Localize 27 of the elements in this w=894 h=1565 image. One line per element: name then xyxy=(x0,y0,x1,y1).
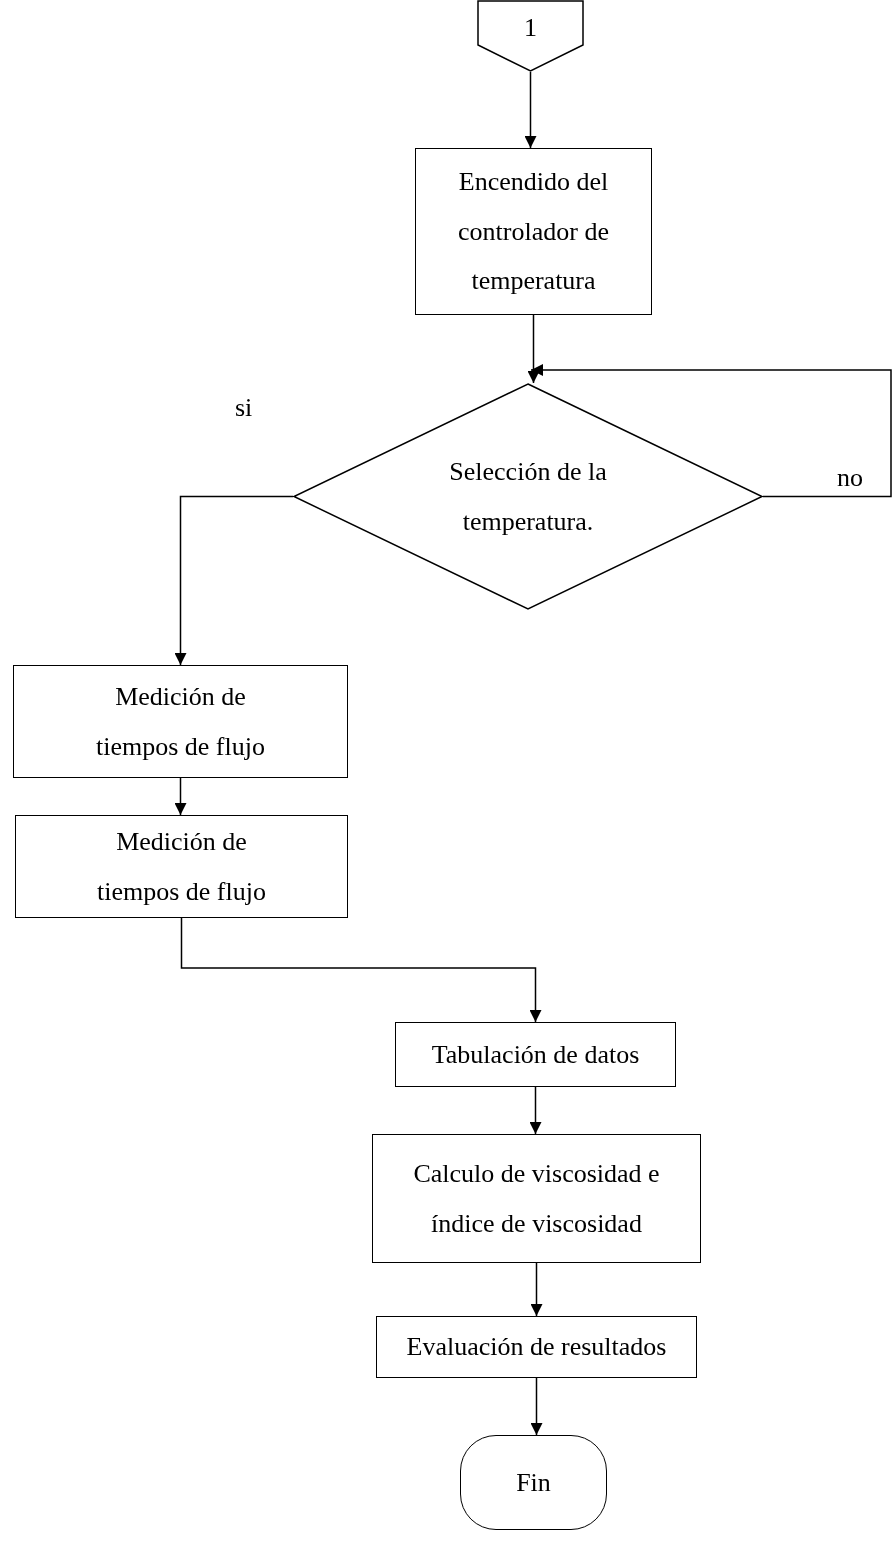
arrow xyxy=(527,314,540,384)
node-label: Calculo de viscosidad e índice de viscosidad xyxy=(412,1158,661,1240)
process-box xyxy=(15,815,348,918)
process-box xyxy=(376,1316,697,1378)
arrow xyxy=(524,71,537,149)
node-label: Evaluación de resultados xyxy=(406,1331,667,1364)
node-label: Medición de tiempos de flujo xyxy=(95,681,266,763)
node-label: Selección de la temperatura. xyxy=(448,456,608,538)
arrow xyxy=(529,1086,542,1135)
arrow xyxy=(530,364,892,498)
process-box xyxy=(395,1022,676,1087)
decision-diamond xyxy=(293,383,763,610)
node-label: Medición de tiempos de flujo xyxy=(96,826,267,908)
node-label: 1 xyxy=(524,12,537,44)
arrow xyxy=(530,1262,543,1317)
process-box xyxy=(415,148,652,315)
process-box xyxy=(13,665,348,778)
node-label: Fin xyxy=(516,1466,551,1499)
arrow xyxy=(174,495,294,666)
arrow xyxy=(174,777,187,816)
node-label: Tabulación de datos xyxy=(431,1038,640,1071)
arrow xyxy=(180,917,542,1023)
process-box xyxy=(372,1134,701,1263)
arrow xyxy=(530,1377,543,1436)
terminal-shape xyxy=(460,1435,607,1530)
off-page-connector xyxy=(477,0,584,72)
node-label: Encendido del controlador de temperatura xyxy=(457,166,610,298)
